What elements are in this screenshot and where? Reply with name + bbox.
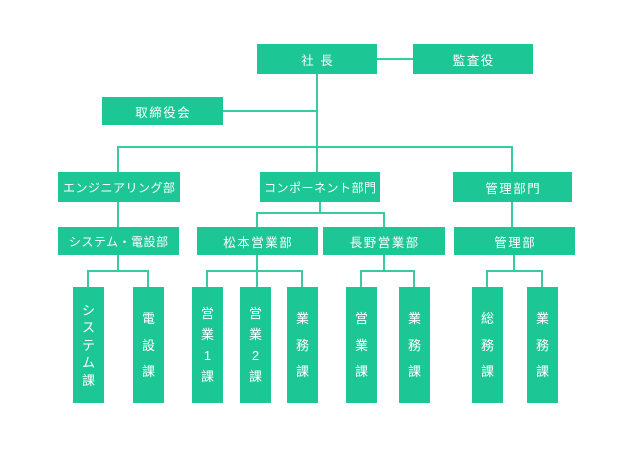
node-component-division: コンポーネント部門 (260, 172, 380, 202)
connector-component-down (319, 202, 321, 214)
node-management-dept: 管理部 (454, 227, 575, 255)
node-management-division-label: 管理部門 (485, 181, 542, 196)
node-auditor-label: 監査役 (452, 53, 495, 68)
connector-drop-general-affairs (486, 270, 488, 287)
connector-president-down (316, 74, 318, 172)
node-matsumoto-sales-dept: 松本営業部 (197, 227, 318, 255)
connector-management-division-down (511, 202, 513, 227)
node-system-electrical-dept: システム・電設部 (58, 227, 179, 255)
connector-drop-sales1 (206, 270, 208, 287)
node-president: 社 長 (257, 44, 377, 74)
connector-management-dept-down (513, 255, 515, 272)
node-electrical-section: 電設課 (133, 287, 164, 403)
connector-drop-matsumoto (256, 212, 258, 227)
node-board-of-directors-label: 取締役会 (135, 105, 192, 120)
node-matsumoto-sales-dept-label: 松本営業部 (223, 235, 294, 250)
node-auditor: 監査役 (413, 44, 533, 74)
connector-system-split (87, 270, 149, 272)
connector-engineering-down (117, 202, 119, 227)
connector-board-to-trunk (223, 110, 318, 112)
node-operations-section-matsumoto-label: 業務課 (295, 311, 309, 379)
node-sales-section-nagano: 営業課 (346, 287, 377, 403)
node-operations-section-management: 業務課 (527, 287, 558, 403)
connector-component-split (256, 212, 385, 214)
node-management-division: 管理部門 (453, 172, 572, 202)
node-engineering-dept: エンジニアリング部 (58, 172, 180, 202)
node-operations-section-matsumoto: 業務課 (287, 287, 318, 403)
node-operations-section-nagano-label: 業務課 (407, 311, 421, 379)
node-board-of-directors: 取締役会 (102, 97, 223, 125)
node-electrical-section-label: 電設課 (141, 311, 155, 379)
node-sales-section-nagano-label: 営業課 (354, 311, 368, 379)
connector-drop-system-section (87, 270, 89, 287)
node-system-section: システム課 (73, 287, 104, 403)
connector-drop-electrical-section (147, 270, 149, 287)
node-management-dept-label: 管理部 (494, 235, 537, 250)
node-operations-section-nagano: 業務課 (399, 287, 430, 403)
node-president-label: 社 長 (301, 53, 335, 68)
node-nagano-sales-dept: 長野営業部 (323, 227, 445, 255)
connector-drop-engineering (117, 146, 119, 172)
connector-drop-sales-nagano (360, 270, 362, 287)
node-system-section-label: システム課 (81, 302, 95, 388)
connector-drop-operations-management (541, 270, 543, 287)
node-general-affairs-section-label: 総務課 (480, 311, 494, 379)
node-nagano-sales-dept-label: 長野営業部 (349, 235, 420, 250)
connector-matsumoto-split (206, 270, 303, 272)
connector-drop-nagano (383, 212, 385, 227)
connector-system-dept-down (117, 255, 119, 272)
connector-management-split (486, 270, 542, 272)
connector-drop-operations-matsumoto (301, 270, 303, 287)
connector-nagano-down (383, 255, 385, 272)
connector-drop-operations-nagano (413, 270, 415, 287)
connector-drop-management-division (511, 146, 513, 172)
node-operations-section-management-label: 業務課 (535, 311, 549, 379)
connector-president-auditor (377, 58, 413, 60)
node-component-division-label: コンポーネント部門 (263, 180, 377, 195)
connector-nagano-split (360, 270, 415, 272)
connector-level1-span (117, 146, 513, 148)
node-engineering-dept-label: エンジニアリング部 (62, 180, 176, 195)
node-general-affairs-section: 総務課 (472, 287, 503, 403)
node-system-electrical-dept-label: システム・電設部 (68, 234, 169, 249)
